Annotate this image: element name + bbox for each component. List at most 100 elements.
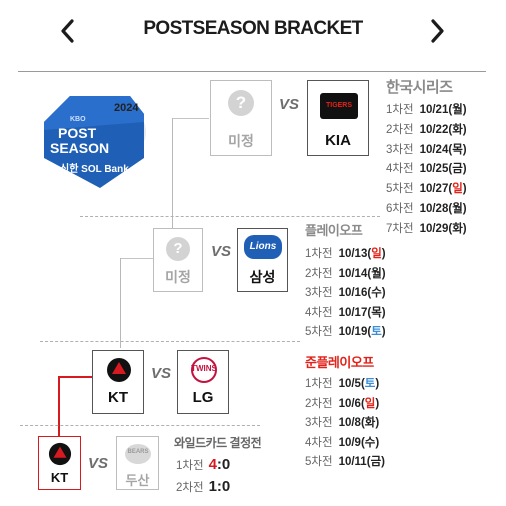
game-day: 목 <box>371 306 382 319</box>
game-day: 일 <box>371 248 382 260</box>
ktwiz-logo-icon <box>48 442 72 466</box>
game-date-value: 10/25 <box>419 163 449 176</box>
game-day: 금 <box>452 163 463 176</box>
wc-vs: VS <box>88 455 109 472</box>
wc-team-b-card[interactable]: BEARS 두산 <box>116 436 159 490</box>
lions-logo-icon: Lions <box>244 235 282 259</box>
game-label: 1차전 <box>305 378 333 390</box>
game-day: 일 <box>364 397 376 410</box>
question-icon: ? <box>166 237 190 261</box>
ks-title: 한국시리즈 <box>386 79 453 96</box>
spo-team-b-card[interactable]: TWINS LG <box>177 350 229 414</box>
winner-connector-line <box>58 376 92 378</box>
spo-team-a-card[interactable]: KT <box>92 350 144 414</box>
connector-line <box>172 118 173 228</box>
game-day: 월 <box>371 267 382 280</box>
game-score: 4:0 <box>209 456 231 473</box>
playoff-game-row: 3차전 10/16(수) <box>305 284 386 300</box>
prev-arrow-button[interactable] <box>58 18 78 44</box>
game-date: 10/21(월) <box>419 104 467 116</box>
game-date: 10/17(목) <box>338 306 386 319</box>
game-date: 10/24(목) <box>419 143 467 156</box>
ks-vs: VS <box>279 96 300 113</box>
spo-vs: VS <box>151 365 172 382</box>
po-team-b-card[interactable]: Lions 삼성 <box>237 228 288 292</box>
ks-team-b-card[interactable]: TIGERS KIA <box>307 80 369 156</box>
spo-team-b-name: LG <box>192 389 214 406</box>
game-date: 10/14(월) <box>338 267 386 280</box>
semi_playoff-game-row: 5차전 10/11(금) <box>305 453 385 469</box>
game-date: 10/28(월) <box>419 203 467 215</box>
po-vs: VS <box>211 243 232 260</box>
score-separator: : <box>216 456 222 473</box>
postseason-badge-icon <box>44 96 146 188</box>
game-label: 3차전 <box>305 417 333 429</box>
game-date: 10/19(토) <box>338 326 386 338</box>
playoff-game-row: 1차전 10/13(일) <box>305 245 386 261</box>
logo-sponsor: 신한 SOL Bank <box>60 164 129 175</box>
score-separator: : <box>216 478 222 495</box>
twins-logo-text: TWINS <box>191 364 217 373</box>
game-day: 화 <box>364 417 376 429</box>
game-date: 10/16(수) <box>338 287 386 299</box>
game-label: 5차전 <box>386 183 414 196</box>
game-date: 10/5(토) <box>338 378 380 390</box>
game-date: 10/6(일) <box>338 397 380 410</box>
game-day: 금 <box>370 456 382 468</box>
game-day: 월 <box>452 203 463 215</box>
ktwiz-logo-icon <box>106 357 132 383</box>
round-divider <box>20 425 260 426</box>
page-title: POSTSEASON BRACKET <box>143 18 363 39</box>
question-icon: ? <box>228 90 254 116</box>
twins-logo-icon: TWINS <box>184 357 224 383</box>
connector-line <box>120 258 121 348</box>
wc-team-b-name: 두산 <box>125 473 150 488</box>
connector-line <box>120 258 153 259</box>
wc-team-a-card[interactable]: KT <box>38 436 81 490</box>
game-label: 7차전 <box>386 222 414 235</box>
game-date-value: 10/14 <box>338 267 368 280</box>
round-divider <box>40 341 300 342</box>
game-date: 10/13(일) <box>338 248 386 260</box>
chevron-right-icon <box>431 19 444 43</box>
game-date-value: 10/19 <box>338 326 368 338</box>
tigers-logo-icon: TIGERS <box>320 93 358 119</box>
game-date-value: 10/8 <box>338 417 361 429</box>
next-arrow-button[interactable] <box>427 18 447 44</box>
game-label: 1차전 <box>305 248 333 260</box>
wc-team-a-name: KT <box>50 470 69 485</box>
game-date-value: 10/27 <box>419 183 449 196</box>
round-divider <box>80 216 380 217</box>
game-date: 10/11(금) <box>338 456 385 468</box>
po-title: 플레이오프 <box>305 223 363 238</box>
logo-line2: SEASON <box>50 140 110 156</box>
po-team-a-name: 미정 <box>165 269 191 285</box>
po-team-a-card[interactable]: ? 미정 <box>153 228 203 292</box>
game-label: 3차전 <box>305 287 333 299</box>
game-label: 5차전 <box>305 456 333 468</box>
game-date-value: 10/11 <box>338 456 367 468</box>
game-day: 목 <box>452 143 463 156</box>
game-date-value: 10/21 <box>419 104 449 116</box>
playoff-game-row: 4차전 10/17(목) <box>305 304 386 320</box>
game-label: 4차전 <box>305 306 333 319</box>
score-away: 0 <box>221 456 231 473</box>
game-date-value: 10/5 <box>338 378 361 390</box>
bears-logo-text: BEARS <box>127 449 149 455</box>
bears-logo-icon: BEARS <box>124 442 152 466</box>
ks-team-a-card[interactable]: ? 미정 <box>210 80 272 156</box>
lions-logo-text: Lions <box>249 241 277 252</box>
game-day: 토 <box>364 378 376 390</box>
score-home: 4 <box>208 456 217 473</box>
connector-line <box>172 118 209 119</box>
semi_playoff-game-row: 1차전 10/5(토) <box>305 375 379 391</box>
